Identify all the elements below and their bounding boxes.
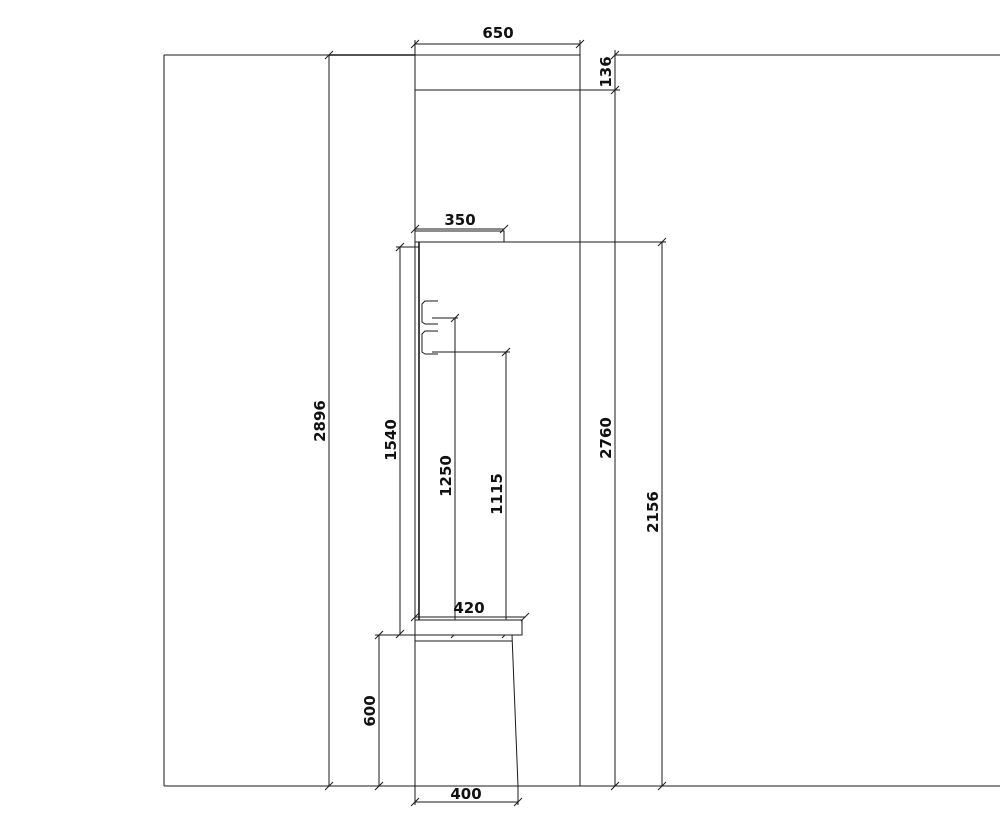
coat-hooks — [421, 300, 510, 355]
dim-shelf-height: 2156 — [504, 237, 667, 791]
dim-label-hook-lower: 1115 — [488, 473, 506, 515]
dim-top-height: 136 — [580, 50, 620, 95]
bench-seat: 420 — [410, 599, 530, 636]
dim-label-cabinet-height: 2760 — [597, 417, 615, 459]
dim-top-width: 650 — [410, 24, 585, 55]
dim-label-bench-height: 600 — [361, 695, 379, 726]
dim-bench-base: 400 — [410, 785, 523, 807]
bench-body — [415, 634, 519, 805]
dim-label-shelf-height: 2156 — [644, 491, 662, 533]
dim-hook-upper: 1250 — [437, 313, 460, 639]
upper-shelf: 350 — [410, 211, 509, 243]
dim-hook-lower: 1115 — [488, 347, 511, 639]
dim-overall-height: 2896 — [311, 50, 415, 791]
dim-label-overall-height: 2896 — [311, 400, 329, 442]
dim-bench-height: 600 — [361, 630, 415, 791]
dim-label-top-height: 136 — [597, 56, 615, 87]
tall-cabinet — [414, 54, 615, 805]
dim-label-panel-height: 1540 — [382, 419, 400, 461]
dim-cabinet-height: 2760 — [597, 90, 620, 791]
dim-label-bench-base-width: 400 — [450, 785, 481, 803]
room-outline — [163, 54, 1000, 787]
dim-label-top-width: 650 — [482, 24, 513, 42]
dim-label-shelf-width: 350 — [444, 211, 475, 229]
dim-label-hook-upper: 1250 — [437, 455, 455, 497]
dim-label-bench-width: 420 — [453, 599, 484, 617]
back-panel: 1540 — [382, 242, 420, 639]
